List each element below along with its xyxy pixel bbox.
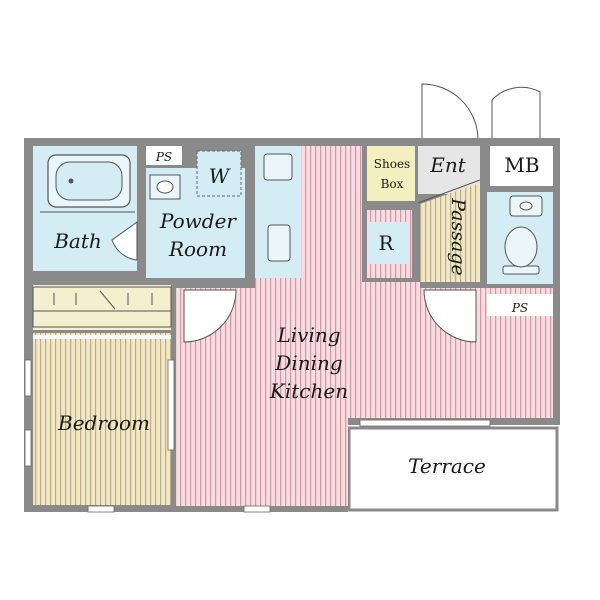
ldk-floor — [176, 146, 553, 506]
passage-label: Passage — [447, 197, 469, 276]
passage-floor — [420, 183, 480, 282]
kitchen-sink — [263, 153, 293, 181]
refrigerator-label: R — [378, 231, 394, 255]
bathtub-basin — [55, 161, 123, 201]
closet-mark-3 — [99, 290, 116, 310]
ps-right-box — [487, 294, 553, 316]
entrance-label: Ent — [429, 153, 466, 177]
shoes-box-label-1: Shoes — [374, 157, 410, 171]
closet — [33, 285, 171, 330]
terrace-floor — [347, 426, 559, 512]
terrace-label: Terrace — [408, 454, 486, 478]
bath-door — [111, 221, 138, 261]
bedroom-window-right — [167, 359, 175, 451]
ldk-window-bottom — [243, 505, 271, 513]
ps-right-label: PS — [511, 301, 528, 315]
powder-room-label-1: Powder — [159, 209, 237, 233]
entrance-door — [421, 83, 479, 139]
bedroom-window-left-2 — [24, 429, 32, 467]
bedroom-label: Bedroom — [57, 411, 150, 435]
ldk-label-1: Living — [276, 323, 340, 347]
ldk-door-right — [423, 289, 477, 343]
meter-box-label: MB — [504, 153, 539, 177]
mb-door — [491, 86, 541, 138]
bedroom-window-bottom — [87, 505, 115, 513]
bedroom-top-gap — [33, 335, 171, 339]
ps-top-box — [146, 146, 182, 165]
ldk-label-3: Kitchen — [269, 379, 348, 403]
toilet-bowl — [504, 226, 538, 268]
bedroom-window-left-1 — [24, 359, 32, 397]
refrigerator — [368, 222, 408, 264]
terrace-window — [359, 419, 491, 427]
shoes-box — [367, 146, 415, 201]
shoes-box-label-2: Box — [381, 177, 404, 191]
powder-room-label-2: Room — [168, 237, 227, 261]
ldk-door-left — [183, 289, 237, 343]
ps-top-label: PS — [155, 150, 172, 164]
powder-basin — [156, 180, 174, 194]
bedroom-floor — [33, 333, 171, 505]
entrance-threshold — [417, 179, 481, 204]
bathtub-drain — [68, 178, 74, 184]
mb-box — [490, 146, 553, 186]
toilet-sink-basin — [519, 201, 533, 211]
washer-space — [196, 150, 242, 197]
ldk-label-2: Dining — [274, 351, 342, 375]
closet-border — [32, 286, 172, 328]
washer-label: W — [209, 164, 231, 188]
bath-label: Bath — [53, 229, 102, 253]
stove — [267, 224, 291, 262]
